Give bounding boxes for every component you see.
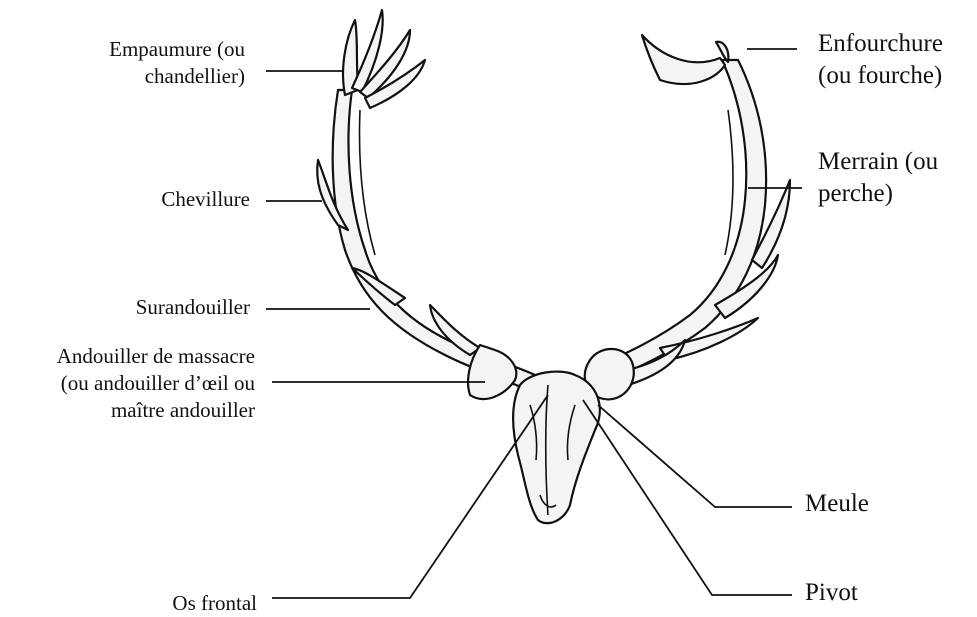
- antler-illustration: [317, 10, 790, 523]
- left-burr-loop: [468, 345, 516, 399]
- label-surandouiller: Surandouiller: [136, 294, 250, 321]
- right-beam: [585, 60, 766, 388]
- label-pivot: Pivot: [805, 577, 858, 609]
- right-fork-tine-1: [642, 35, 725, 84]
- leader-os-frontal: [272, 395, 548, 598]
- label-chevillure: Chevillure: [161, 186, 250, 213]
- left-beam: [333, 90, 535, 390]
- label-empaumure: Empaumure (ou chandellier): [109, 36, 245, 90]
- label-merrain: Merrain (ou perche): [818, 146, 938, 210]
- skull: [513, 372, 600, 524]
- skull-details: [360, 110, 733, 515]
- label-enfourchure: Enfourchure (ou fourche): [818, 28, 943, 92]
- label-andouiller-massacre: Andouiller de massacre (ou andouiller d’…: [57, 343, 255, 424]
- leader-pivot: [583, 400, 792, 595]
- leader-meule: [598, 405, 792, 507]
- label-meule: Meule: [805, 488, 869, 520]
